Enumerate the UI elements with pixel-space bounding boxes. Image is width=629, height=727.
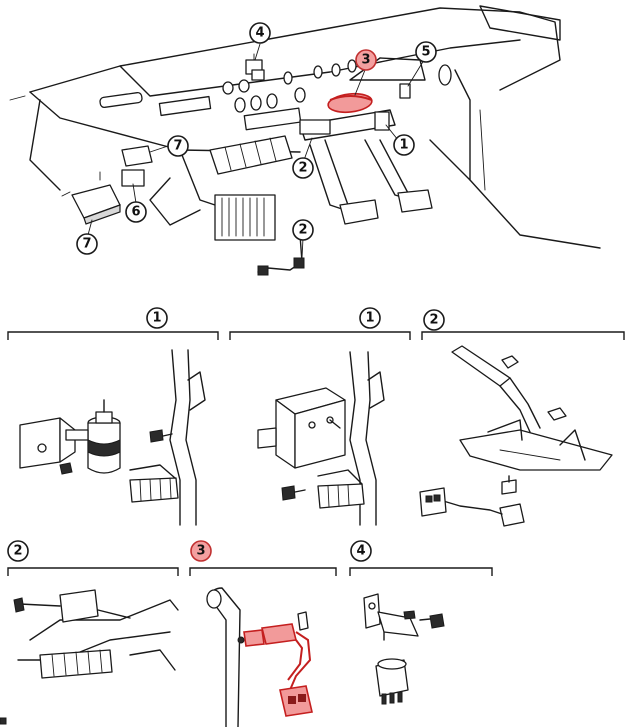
svg-text:3: 3 xyxy=(361,53,370,68)
svg-text:3: 3 xyxy=(196,544,205,559)
callout-1: 1 xyxy=(393,134,415,156)
svg-text:5: 5 xyxy=(421,45,430,60)
callout-3: 3 xyxy=(355,49,377,71)
svg-text:4: 4 xyxy=(255,26,264,41)
detail-panel-3: 3 xyxy=(189,540,337,727)
svg-text:1: 1 xyxy=(152,311,161,326)
svg-text:1: 1 xyxy=(399,138,408,153)
callout-4: 4 xyxy=(249,22,271,44)
callout-3-detail xyxy=(190,540,212,562)
svg-text:4: 4 xyxy=(356,544,365,559)
detail-panel-1b: 1 xyxy=(229,307,411,526)
detail-panel-4: 4 xyxy=(349,540,493,705)
svg-text:6: 6 xyxy=(131,205,140,220)
detail-panel-1a: 1 xyxy=(7,307,219,526)
callout-2-upper: 2 xyxy=(292,157,314,179)
svg-text:7: 7 xyxy=(173,139,182,154)
callout-5: 5 xyxy=(415,41,437,63)
svg-text:7: 7 xyxy=(82,237,91,252)
callout-7-upper: 7 xyxy=(167,135,189,157)
svg-text:2: 2 xyxy=(298,223,307,238)
detail-panel-2a: 2 xyxy=(419,309,625,527)
detail-panel-2b: 2 xyxy=(7,540,179,679)
callout-7-lower: 7 xyxy=(76,233,98,255)
svg-text:2: 2 xyxy=(429,313,438,328)
svg-text:1: 1 xyxy=(365,311,374,326)
svg-text:2: 2 xyxy=(298,161,307,176)
svg-text:2: 2 xyxy=(13,544,22,559)
overview-illustration: 4 3 5 1 7 2 6 7 xyxy=(9,5,601,276)
callout-2-lower: 2 xyxy=(292,219,314,241)
callout-6: 6 xyxy=(125,201,147,223)
